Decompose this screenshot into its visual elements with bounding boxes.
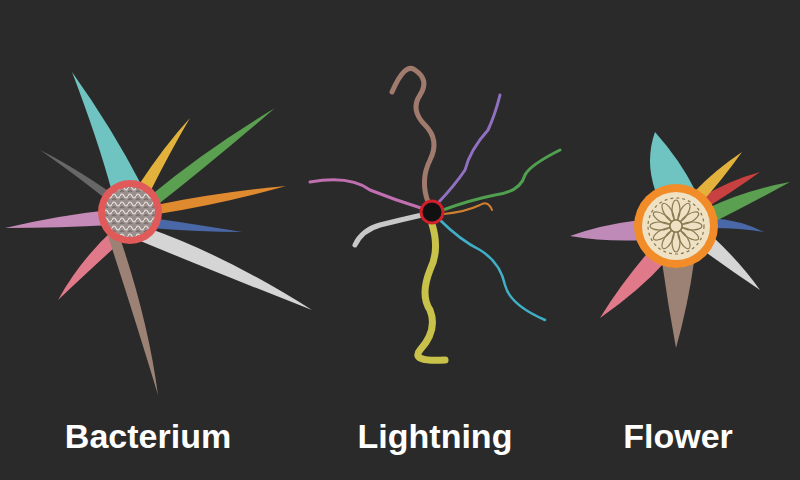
lightning-figure [310,68,560,360]
figure-label-box: Bacterium [65,416,231,456]
figure-label: Flower [623,417,733,455]
bacterium-figure [5,72,312,395]
figure-label: Bacterium [65,417,231,455]
figure-label-box: Lightning [358,416,513,456]
figure-label: Lightning [358,417,513,455]
flower-figure [570,132,790,348]
figure-label-box: Flower [623,416,733,456]
